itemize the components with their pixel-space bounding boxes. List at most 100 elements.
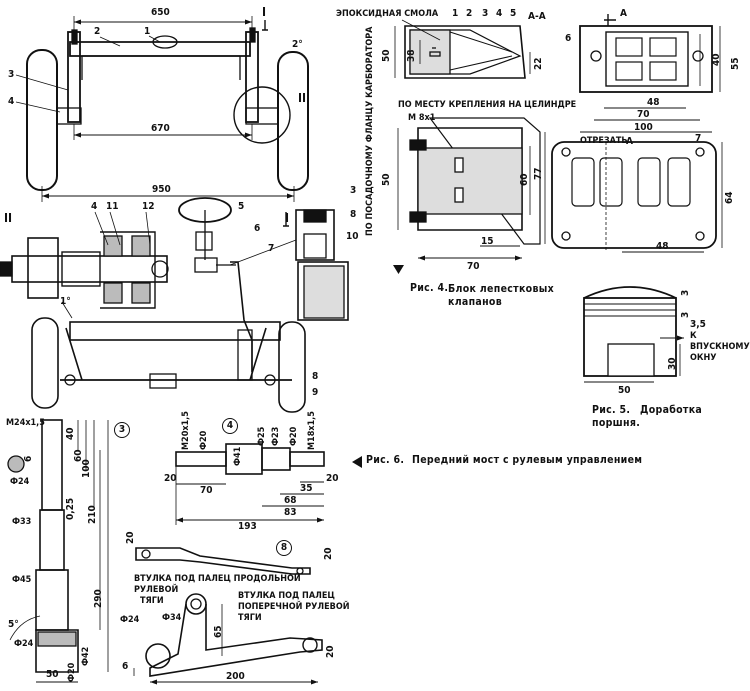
detail-part-3: 3: [350, 185, 357, 196]
axle-detail-view: [0, 197, 349, 413]
plan-dim-48b: 48: [656, 241, 669, 252]
dim-2deg: 2°: [292, 39, 303, 50]
part8-phi24: Ф24: [120, 615, 140, 625]
part8-phi34: Ф34: [162, 613, 182, 623]
fig4-part-3: 3: [482, 8, 489, 19]
fig4-vertical-label: ПО ПОСАДОЧНОМУ ФЛАНЦУ КАРБЮРАТОРА: [365, 26, 375, 236]
part3-phi24: Ф24: [10, 477, 30, 487]
plan-mark-a: А: [626, 136, 633, 147]
detail-part-8b: 8: [312, 371, 319, 382]
part8-dim-6: 6: [122, 661, 129, 672]
detail-mark-II: II: [4, 211, 13, 225]
detail-part-10: 10: [346, 231, 359, 242]
plan-dim-48: 48: [647, 97, 660, 108]
part8-bush-cross-3: ТЯГИ: [238, 613, 262, 623]
fig5-dim-3b: 3: [680, 311, 691, 318]
fig6-caption-num: Рис. 6.: [366, 454, 405, 466]
dim-670: 670: [151, 123, 170, 134]
fig5-port-3: ОКНУ: [690, 353, 717, 363]
fig4-dim-38: 38: [406, 49, 417, 62]
part3-angle: 5°: [8, 619, 19, 630]
part3-phi45: Ф45: [12, 575, 32, 585]
fig5-port-1: К: [690, 331, 697, 341]
plan-view-mark: А: [620, 8, 627, 19]
detail-part-11: 11: [106, 201, 119, 212]
part3-dim-290: 290: [93, 589, 104, 608]
part8-bush-long-2: РУЛЕВОЙ: [134, 585, 179, 595]
part3-dim-50: 50: [46, 669, 59, 680]
fig4-dim-50b: 50: [381, 173, 392, 186]
part4-dim-20: 20: [164, 473, 177, 484]
fig5-dim-50: 50: [618, 385, 631, 396]
part4-phi20b: Ф20: [289, 426, 299, 446]
part8-bush-cross-2: ПОПЕРЕЧНОЙ РУЛЕВОЙ: [238, 602, 350, 612]
fig6-pointer-icon: [352, 456, 362, 468]
part8-arm-view: [133, 547, 323, 685]
part8-number-badge: 8: [276, 540, 292, 556]
fig4-section-aa: А-А: [528, 11, 546, 22]
plan-dim-40: 40: [711, 53, 722, 66]
part8-bush-long-3: ТЯГИ: [140, 596, 164, 606]
part3-dim-40: 40: [65, 427, 76, 440]
dim-950: 950: [152, 184, 171, 195]
part8-dim-65: 65: [213, 625, 224, 638]
plan-dim-64: 64: [724, 191, 735, 204]
part3-phi33: Ф33: [12, 517, 32, 527]
plan-dim-55: 55: [730, 57, 741, 70]
fig4-dim-15: 15: [481, 236, 494, 247]
detail-part-5: 5: [238, 201, 245, 212]
fig4-caption-text: Блок лепестковых клапанов: [448, 283, 554, 308]
part-label-4: 4: [8, 96, 15, 107]
fig4-dim-60: 60: [519, 173, 530, 186]
part4-dim-193: 193: [238, 521, 257, 532]
part8-dim-200: 200: [226, 671, 245, 682]
part4-dim-70: 70: [200, 485, 213, 496]
fig5-port-2: ВПУСКНОМУ: [690, 342, 750, 352]
fig4-resin-label: ЭПОКСИДНАЯ СМОЛА: [336, 9, 439, 19]
part4-phi20: Ф20: [199, 430, 209, 450]
part-label-1: 1: [144, 26, 151, 37]
part4-phi23: Ф23: [271, 426, 281, 446]
plan-part-6: 6: [565, 33, 572, 44]
part4-number-badge: 4: [222, 418, 238, 434]
part4-thread-right: М18х1,5: [307, 411, 317, 450]
detail-part-4: 4: [91, 201, 98, 212]
part-label-3: 3: [8, 69, 15, 80]
fig4-dim-50: 50: [381, 49, 392, 62]
fig5-caption-text-1: Доработка: [640, 404, 703, 416]
part8-dim-20a: 20: [125, 531, 136, 544]
fig4-thread: М 8х1: [408, 113, 436, 123]
detail-mark-I: I: [285, 211, 290, 225]
fig5-caption-text-2: поршня.: [592, 417, 641, 429]
detail-part-7: 7: [268, 243, 275, 254]
fig5-dim-3a: 3: [680, 289, 691, 296]
part4-phi41: Ф41: [233, 446, 243, 466]
fig5-dim-35: 3,5: [690, 319, 706, 330]
section-mark-I: I: [262, 5, 267, 19]
detail-part-12: 12: [142, 201, 155, 212]
detail-part-8a: 8: [350, 209, 357, 220]
fig6-caption-text: Передний мост с рулевым управлением: [412, 454, 643, 466]
part3-thread: М24х1,5: [6, 418, 45, 428]
fig4-dim-77: 77: [533, 167, 544, 180]
fig5-caption-num: Рис. 5.: [592, 404, 631, 416]
part8-dim-20c: 20: [325, 645, 336, 658]
fig5-dim-30: 30: [667, 357, 678, 370]
part8-bush-long-1: ВТУЛКА ПОД ПАЛЕЦ ПРОДОЛЬНОЙ: [134, 574, 301, 584]
fig4-dim-22: 22: [533, 57, 544, 70]
part3-phi20: Ф20: [67, 662, 77, 682]
part4-stub-view: [175, 443, 325, 525]
part3-kingpin-view: [7, 419, 109, 683]
fig4-caption-num: Рис. 4.: [410, 282, 449, 294]
fig4-part-2: 2: [466, 8, 473, 19]
fig4-part-1: 1: [452, 8, 459, 19]
part3-dim-025: 0,25: [65, 497, 76, 520]
fig4-cyl-label: ПО МЕСТУ КРЕПЛЕНИЯ НА ЦЕЛИНДРЕ: [398, 100, 577, 110]
part-label-2: 2: [94, 26, 101, 37]
part3-phi42: Ф42: [81, 646, 91, 666]
part3-number-badge: 3: [114, 422, 130, 438]
detail-part-6: 6: [254, 223, 261, 234]
plan-part-7: 7: [695, 133, 702, 144]
dim-650: 650: [151, 7, 170, 18]
part4-dim-35: 35: [300, 483, 313, 494]
